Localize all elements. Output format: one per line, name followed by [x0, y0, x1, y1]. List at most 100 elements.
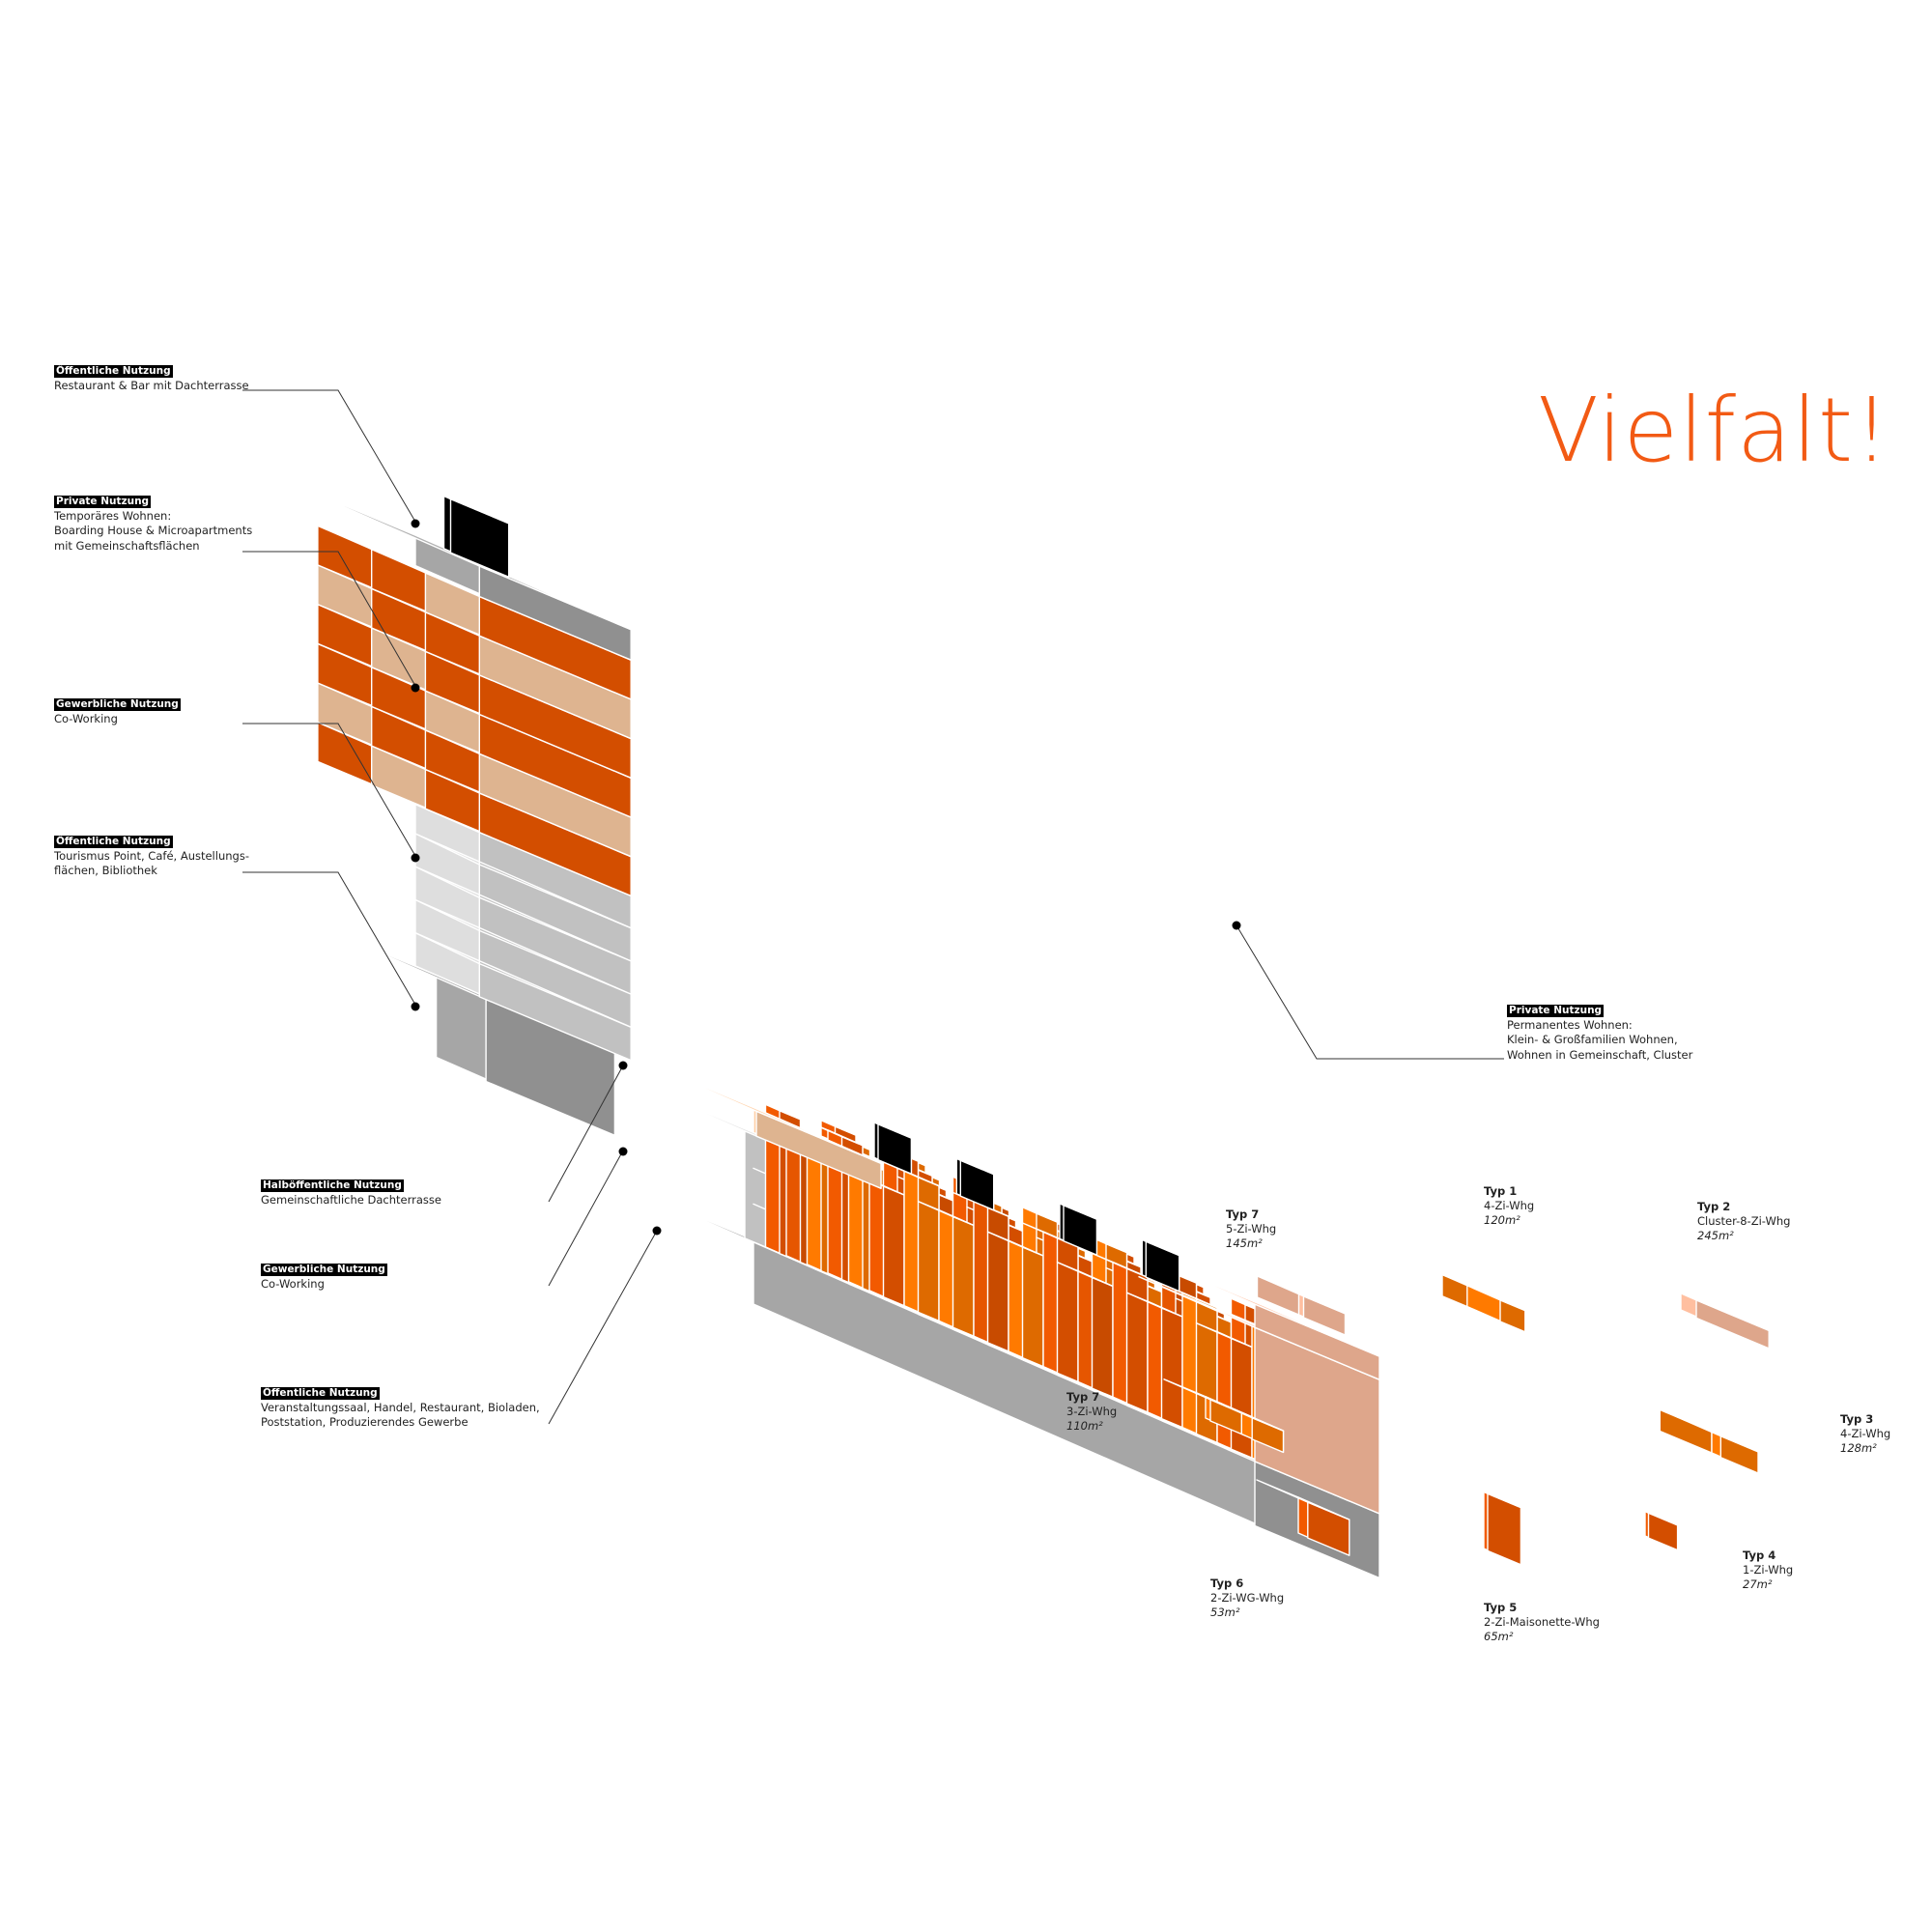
apartment-unit [882, 1161, 940, 1322]
apartment-unit [952, 1191, 1009, 1352]
block-top-face [806, 1121, 864, 1147]
leader-dot [411, 1002, 420, 1011]
type-area: 65m² [1484, 1630, 1514, 1643]
floor-line [414, 932, 632, 1029]
type-name: Typ 7 [1226, 1208, 1260, 1221]
usage-description: flächen, Bibliothek [54, 864, 157, 877]
apartment-type-blocks [1163, 1255, 1770, 1566]
stair-core [1025, 1188, 1098, 1256]
block-top-face [923, 1143, 995, 1176]
type-description: 4-Zi-Whg [1484, 1199, 1535, 1212]
block-side-face [882, 1185, 905, 1307]
apartment-type-block [1256, 1479, 1350, 1556]
leader-dot [1232, 921, 1241, 930]
type-description: 4-Zi-Whg [1840, 1427, 1891, 1440]
usage-description: Gemeinschaftliche Dachterrasse [261, 1192, 441, 1207]
usage-heading: Gewerbliche Nutzung [261, 1264, 387, 1276]
leader-dot [652, 1226, 662, 1236]
type-name: Typ 4 [1743, 1548, 1776, 1562]
block-top-face [628, 1054, 882, 1165]
leader-dot [411, 519, 420, 528]
leader-line [548, 1230, 658, 1425]
block-top-face [1441, 1273, 1526, 1312]
apartment-unit [1091, 1252, 1149, 1413]
block-top-face [839, 1107, 913, 1139]
apartment-unit [1125, 1292, 1183, 1429]
leader-dot [411, 683, 420, 693]
type-description: 2-Zi-WG-Whg [1210, 1591, 1285, 1605]
type-name: Typ 3 [1840, 1412, 1874, 1426]
slab-building [628, 1054, 1380, 1579]
block-top-face [799, 1110, 857, 1136]
type-area: 27m² [1743, 1577, 1773, 1591]
leader-lines [242, 389, 1504, 1425]
apartment-type-block [1449, 1476, 1522, 1566]
leader-line [242, 723, 416, 857]
apartment-type-block [1209, 1399, 1285, 1454]
block-side-face [917, 1176, 940, 1322]
apartment-type-block [1256, 1275, 1347, 1336]
type-description: 2-Zi-Maisonette-Whg [1484, 1615, 1600, 1629]
apartment-type-block [1441, 1273, 1526, 1333]
type-area: 53m² [1210, 1605, 1240, 1619]
usage-description: Temporäres Wohnen: [54, 508, 172, 523]
apartment-unit [986, 1231, 1044, 1368]
apartment-type-block [1615, 1497, 1679, 1551]
type-name: Typ 7 [1066, 1390, 1100, 1404]
leader-dot [618, 1147, 628, 1156]
block-side-face [1230, 1337, 1253, 1459]
block-top-face [1256, 1479, 1350, 1520]
block-side-face [1659, 1408, 1713, 1454]
stair-core [923, 1143, 995, 1211]
block-top-face [1615, 1497, 1679, 1526]
block-top-face [1125, 1292, 1183, 1318]
block-side-face [952, 1215, 975, 1337]
block-side-face [1719, 1435, 1759, 1474]
usage-description: mit Gemeinschaftsflächen [54, 538, 200, 553]
usage-heading: Öffentliche Nutzung [54, 836, 173, 848]
tower-building [263, 469, 632, 1137]
usage-heading: Öffentliche Nutzung [54, 365, 173, 378]
block-top-face [1607, 1261, 1770, 1332]
usage-description: Restaurant & Bar mit Dachterrasse [54, 378, 249, 392]
type-name: Typ 2 [1697, 1200, 1731, 1213]
block-top-face [1056, 1261, 1114, 1288]
type-area: 145m² [1226, 1236, 1263, 1250]
type-name: Typ 1 [1484, 1184, 1518, 1198]
type-area: 110m² [1066, 1419, 1103, 1433]
floor-line [414, 898, 632, 995]
type-name: Typ 6 [1210, 1577, 1244, 1590]
block-side-face [986, 1207, 1009, 1352]
type-description: 1-Zi-Whg [1743, 1563, 1794, 1577]
usage-description: Boarding House & Microapartments [54, 524, 253, 537]
type-area: 120m² [1484, 1213, 1520, 1227]
stair-core [839, 1107, 913, 1175]
apartment-unit [1056, 1261, 1114, 1398]
stair-core [1108, 1224, 1180, 1293]
block-top-face [986, 1231, 1044, 1257]
block-top-face [917, 1200, 975, 1227]
usage-description: Veranstaltungssaal, Handel, Restaurant, … [261, 1400, 540, 1414]
leader-line [1236, 924, 1504, 1060]
usage-description: Co-Working [261, 1276, 325, 1291]
leader-line [242, 871, 416, 1006]
type-area: 128m² [1840, 1441, 1877, 1455]
block-top-face [384, 469, 510, 525]
block-top-face [1209, 1399, 1285, 1432]
block-top-face [1138, 1252, 1380, 1357]
block-top-face [1108, 1224, 1180, 1257]
usage-heading: Gewerbliche Nutzung [54, 698, 181, 711]
leader-line [242, 389, 416, 523]
